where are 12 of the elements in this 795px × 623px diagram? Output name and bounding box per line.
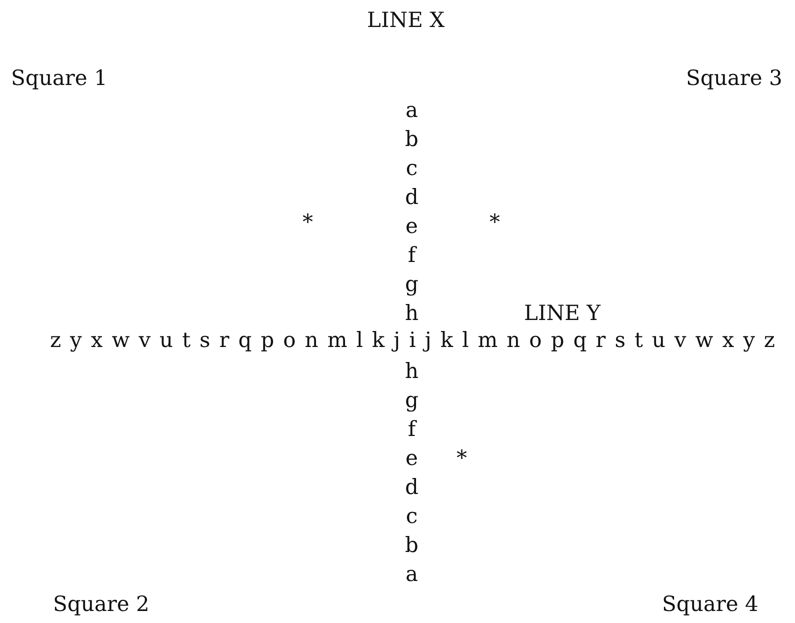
letter-row-text: z y x w v u t s r q p o n m l k j i j k l m n o p q r s t u v w x y z [50, 326, 775, 354]
asterisk-mark: * [490, 208, 500, 236]
letter-column: h g f e d c b a [405, 356, 419, 588]
region-label: Square 2 [53, 590, 150, 618]
letter-column: a b c d e f g h [405, 96, 419, 328]
region-label: Square 1 [11, 64, 108, 92]
asterisk-mark: * [302, 208, 313, 236]
axis-label: LINE Y [524, 300, 600, 326]
title: LINE X [367, 6, 445, 34]
region-label: Square 3 [686, 64, 782, 92]
asterisk-mark: * [456, 444, 467, 472]
region-label: Square 4 [662, 590, 758, 618]
